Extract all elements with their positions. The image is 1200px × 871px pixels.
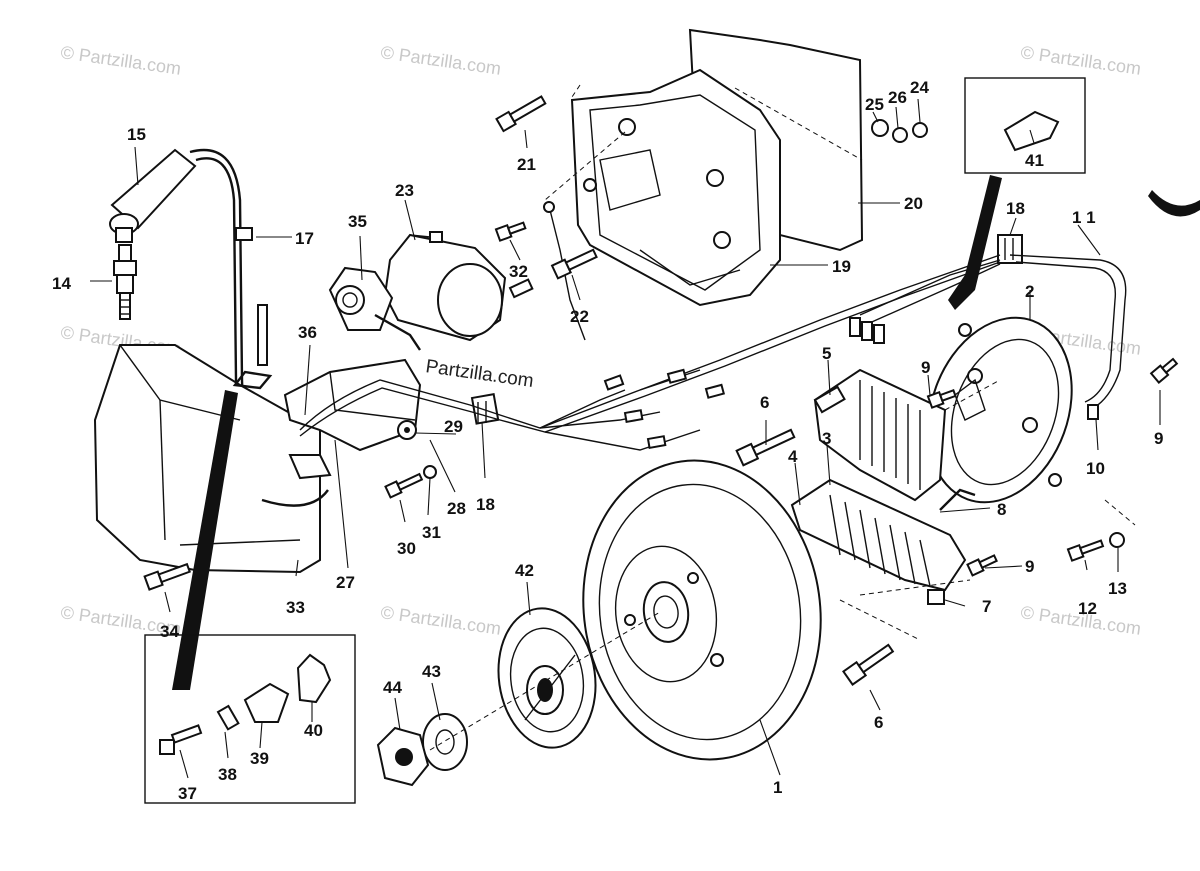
part-label-24: 24 [910, 78, 929, 97]
inset-box-41 [964, 77, 1086, 174]
watermark: © Partzilla.com [59, 42, 182, 79]
part-labels: 1 2 3 4 5 6 6 7 8 9 9 9 10 1 1 12 13 14 … [52, 78, 1163, 803]
part-label-28: 28 [447, 499, 466, 518]
part-label-38: 38 [218, 765, 237, 784]
part-label-25: 25 [865, 95, 884, 114]
bolt-37 [159, 724, 203, 755]
part-label-10: 10 [1086, 459, 1105, 478]
part-label-5: 5 [822, 344, 831, 363]
page-mark [1148, 190, 1200, 217]
clamp-39 [243, 682, 290, 723]
part-label-41: 41 [1025, 151, 1044, 170]
part-label-39: 39 [250, 749, 269, 768]
part-label-6: 6 [760, 393, 769, 412]
spark-plug [113, 244, 137, 320]
part-label-7: 7 [982, 597, 991, 616]
part-label-19: 19 [832, 257, 851, 276]
part-label-27: 27 [336, 573, 355, 592]
part-label-37: 37 [178, 784, 197, 803]
part-label-9: 9 [1154, 429, 1163, 448]
watermark: © Partzilla.com [379, 602, 502, 639]
part-label-12: 12 [1078, 599, 1097, 618]
collar-38 [216, 704, 240, 731]
part-label-26: 26 [888, 88, 907, 107]
fasteners [143, 95, 1179, 686]
magneto-cover [93, 304, 332, 574]
part-label-14: 14 [52, 274, 71, 293]
part-label-11: 1 1 [1072, 208, 1096, 227]
part-label-32: 32 [509, 262, 528, 281]
flywheel [582, 459, 822, 761]
part-label-20: 20 [904, 194, 923, 213]
part-label-9: 9 [1025, 557, 1034, 576]
bracket-40 [296, 653, 332, 704]
part-label-33: 33 [286, 598, 305, 617]
part-label-29: 29 [444, 417, 463, 436]
part-label-23: 23 [395, 181, 414, 200]
part-label-3: 3 [822, 429, 831, 448]
center-watermark: Partzilla.com [424, 356, 535, 392]
starter-pulley [497, 607, 597, 749]
nut [376, 726, 430, 787]
part-label-40: 40 [304, 721, 323, 740]
terminal-41 [1003, 110, 1060, 152]
watermark: © Partzilla.com [379, 42, 502, 79]
ignition-module [283, 358, 422, 452]
ignition-coil [383, 231, 534, 342]
part-label-36: 36 [298, 323, 317, 342]
part-label-15: 15 [127, 125, 146, 144]
part-label-44: 44 [383, 678, 402, 697]
part-label-2: 2 [1025, 282, 1034, 301]
exciter-coil [790, 478, 976, 592]
part-label-4: 4 [788, 447, 798, 466]
connector-right [997, 234, 1023, 264]
part-label-30: 30 [397, 539, 416, 558]
part-label-6: 6 [874, 713, 883, 732]
part-label-18: 18 [476, 495, 495, 514]
part-label-1: 1 [773, 778, 782, 797]
part-label-35: 35 [348, 212, 367, 231]
box-housing [570, 68, 781, 307]
connector-left [470, 393, 500, 425]
part-label-17: 17 [295, 229, 314, 248]
part-label-9: 9 [921, 358, 930, 377]
lighting-coil [813, 368, 947, 502]
watermark: © Partzilla.com [1019, 42, 1142, 79]
part-label-13: 13 [1108, 579, 1127, 598]
part-label-21: 21 [517, 155, 536, 174]
ground-strap [172, 390, 238, 690]
condenser [328, 266, 421, 351]
part-label-43: 43 [422, 662, 441, 681]
stator-plate [927, 316, 1073, 504]
wiring-harness [299, 175, 1127, 451]
part-label-18: 18 [1006, 199, 1025, 218]
inset-box [144, 634, 356, 804]
part-label-22: 22 [570, 307, 589, 326]
leader-lines [90, 84, 1161, 779]
part-label-42: 42 [515, 561, 534, 580]
lock-washer [422, 713, 468, 771]
part-label-8: 8 [997, 500, 1006, 519]
part-label-34: 34 [160, 622, 179, 641]
plug-cap [109, 148, 197, 243]
part-label-31: 31 [422, 523, 441, 542]
